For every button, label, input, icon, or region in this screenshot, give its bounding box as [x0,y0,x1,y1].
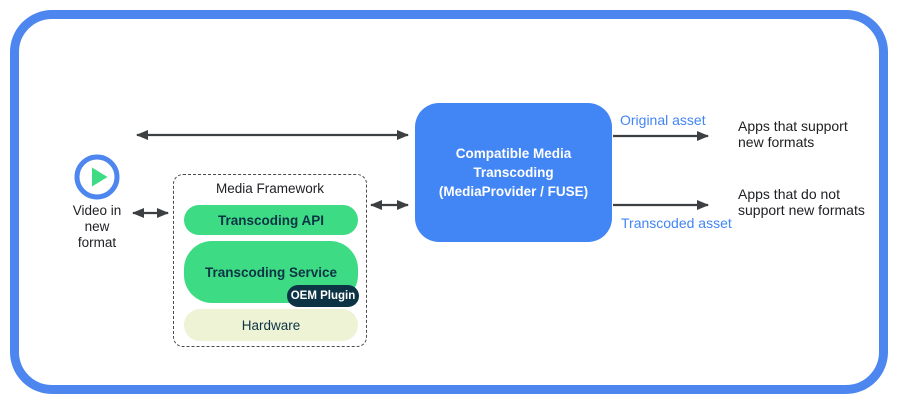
outer-frame-border [10,10,888,394]
hardware-pill: Hardware [184,309,358,341]
play-icon [74,154,120,200]
media-framework-box: Media Framework Transcoding API Transcod… [173,174,367,347]
apps-no-support-label: Apps that do not support new formats [738,186,865,218]
transcoding-api-pill: Transcoding API [184,205,358,235]
media-framework-title: Media Framework [215,181,325,196]
original-asset-label: Original asset [620,112,706,128]
transcoded-asset-label: Transcoded asset [621,215,732,231]
apps-support-label: Apps that support new formats [738,118,848,150]
oem-plugin-badge: OEM Plugin [287,285,359,307]
compatible-media-transcoding-box: Compatible Media Transcoding (MediaProvi… [415,103,612,242]
video-source-label: Video in new format [72,203,122,250]
